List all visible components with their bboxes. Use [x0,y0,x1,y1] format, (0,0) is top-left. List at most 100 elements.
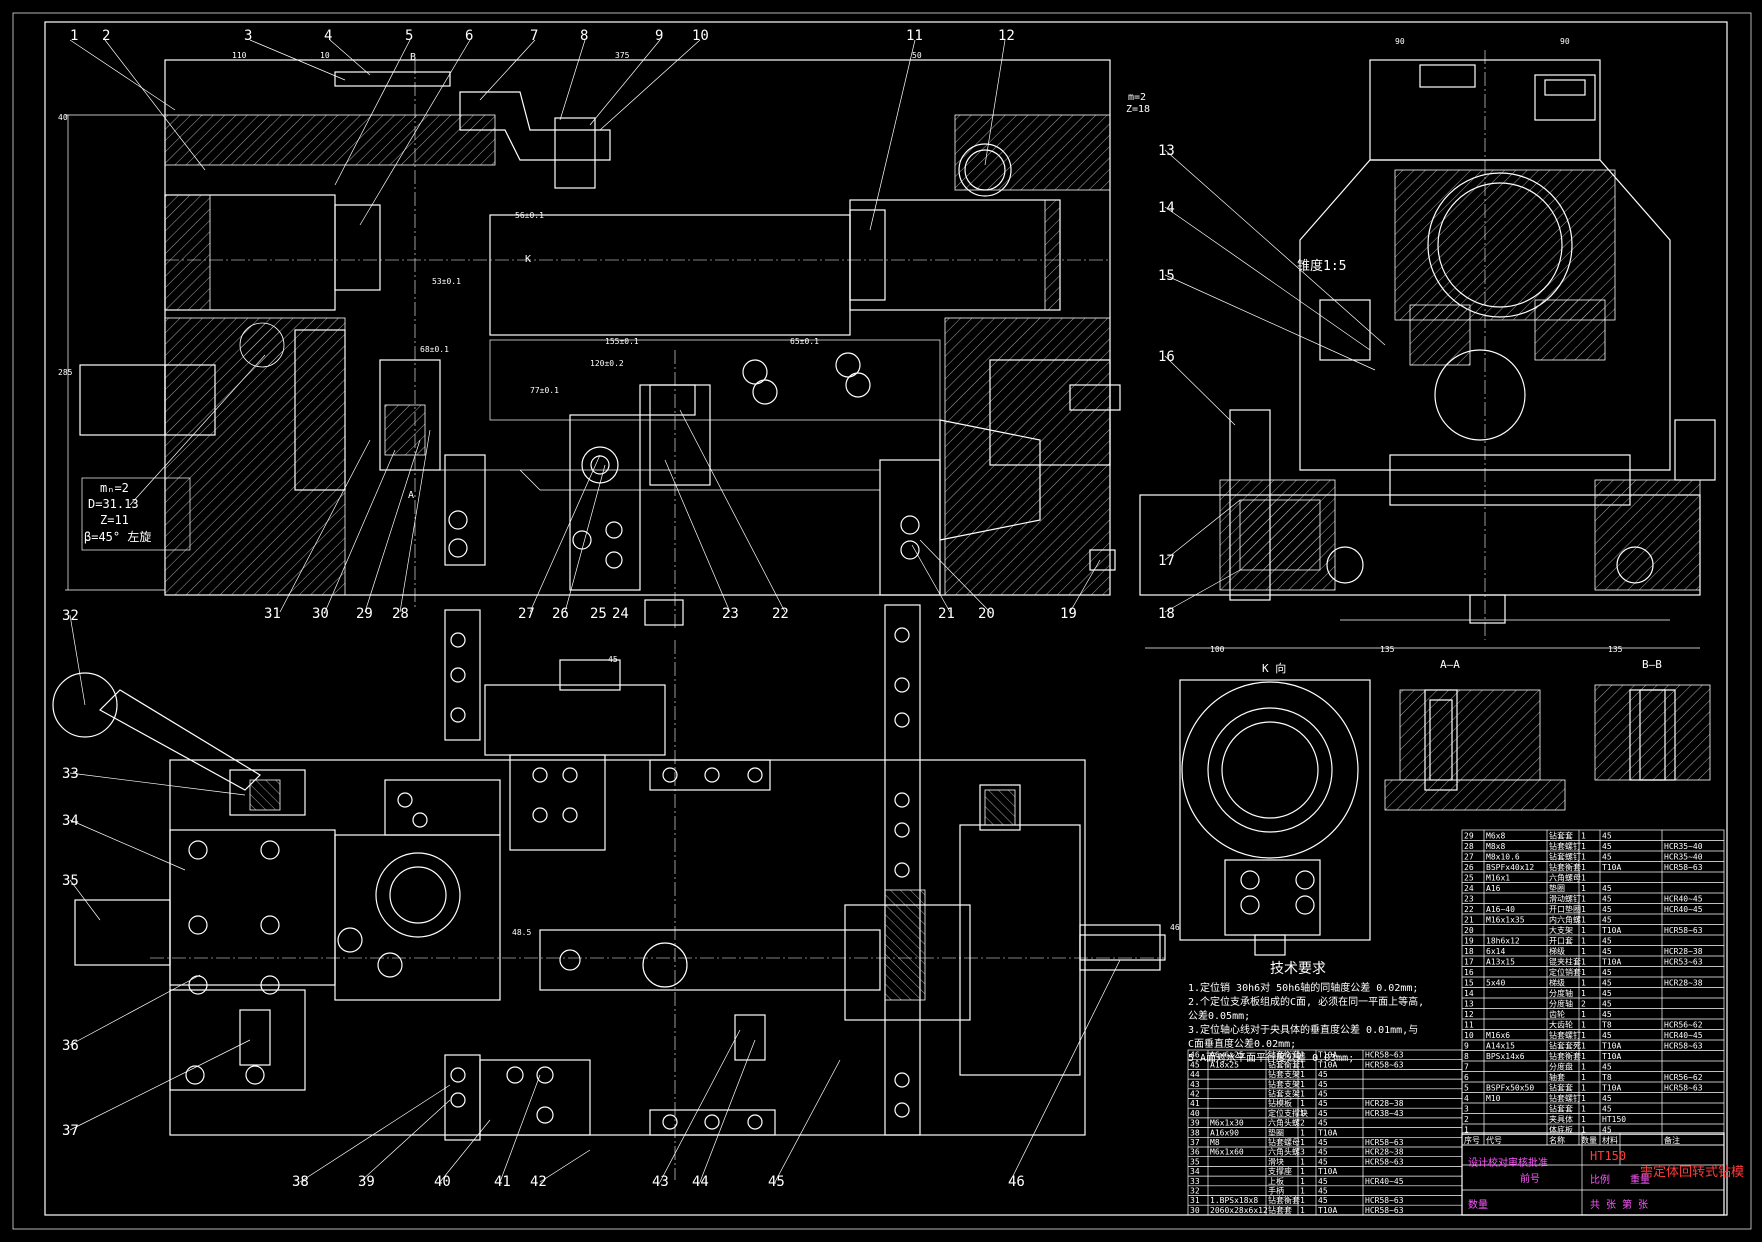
table-cell: A16 [1486,884,1501,893]
table-cell: T10A [1318,1128,1337,1137]
table-cell: 32 [1190,1187,1200,1196]
table-cell: 序号 [1464,1135,1480,1145]
gear-teeth: Z=18 [1126,104,1150,115]
table-cell: 分度盘 [1549,1062,1573,1072]
table-cell: 39 [1190,1119,1200,1128]
table-cell: 1 [1581,853,1586,862]
dimension: 45 [608,655,618,664]
part-number: 20 [978,606,995,622]
table-cell: 1 [1300,1177,1305,1186]
part-number: 13 [1158,143,1175,159]
part-number: 36 [62,1038,79,1054]
part-number: 44 [692,1174,709,1190]
table-cell: M8 [1210,1138,1220,1147]
dimension: 56±0.1 [515,211,544,220]
table-cell: 1 [1581,1042,1586,1051]
table-cell: 1.BPSx18x8 [1210,1196,1258,1205]
table-cell: 29 [1464,832,1474,841]
table-cell: 钻套支架 [1268,1089,1300,1099]
table-cell: 钻模板 [1268,1098,1292,1108]
table-cell: 梯级 [1549,978,1565,988]
part-number: 19 [1060,606,1077,622]
table-cell: BSPFx40x12 [1486,863,1534,872]
gear-module: mₙ=2 [100,481,129,495]
table-cell: A6x6x25 [1210,1051,1244,1060]
table-cell: 6 [1464,1073,1469,1082]
table-cell: 45 [1602,895,1612,904]
b-mark: B [410,52,416,63]
table-cell: 17 [1464,958,1474,967]
dimension: 68±0.1 [420,345,449,354]
tech-line: 2.个定位支承板组成的C面, 必须在同一平面上等高, [1188,995,1424,1008]
table-cell: 1 [1581,1094,1586,1103]
table-cell: HCR40~45 [1365,1177,1404,1186]
table-cell: 44 [1190,1070,1200,1079]
table-cell: 21 [1464,916,1474,925]
part-number: 29 [356,606,373,622]
part-number: 24 [612,606,629,622]
table-cell: 1 [1581,895,1586,904]
table-cell: 钻套套 [1549,831,1573,841]
table-cell: 25 [1464,874,1474,883]
tech-line: 3.定位轴心线对于央具体的垂直度公差 0.01mm,与 [1188,1023,1418,1036]
gear-spec-left: mₙ=2 D=31.13 Z=11 β=45° 左旋 [81,477,191,551]
table-cell: HCR28~38 [1365,1148,1404,1157]
table-cell: M6x1x60 [1210,1148,1244,1157]
table-cell: 1 [1300,1051,1305,1060]
table-cell: 1 [1581,989,1586,998]
part-number: 32 [62,608,79,624]
bb-view-label: B—B [1642,658,1662,671]
table-cell: 1 [1581,1105,1586,1114]
table-cell: T10A [1318,1060,1337,1069]
table-cell: 45 [1318,1148,1328,1157]
table-cell: 45 [1602,842,1612,851]
table-cell: 六角头螺 [1268,1118,1300,1128]
table-cell: A16x90 [1210,1128,1239,1137]
table-cell: 45 [1318,1099,1328,1108]
table-cell: M6x1x30 [1210,1119,1244,1128]
part-number: 2 [102,28,110,44]
table-cell: 18h6x12 [1486,937,1520,946]
table-cell: HCR58~63 [1664,926,1703,935]
gear-helix-angle: β=45° 左旋 [84,529,151,544]
aa-view-label: A—A [1440,658,1460,671]
table-cell: 1 [1581,1073,1586,1082]
part-number: 4 [324,28,332,44]
title-sub-1: 前号 [1520,1172,1540,1185]
part-number: 35 [62,873,79,889]
k-view-label: K 向 [1262,661,1286,675]
table-cell: 大支架 [1549,925,1573,935]
table-cell: 26 [1464,863,1474,872]
table-cell: 齿轮 [1549,1009,1565,1019]
table-cell: 1 [1581,958,1586,967]
table-cell: 钻套衡套 [1549,862,1581,872]
part-number: 31 [264,606,281,622]
technical-requirements: 技术要求 1.定位销 30h6对 50h6轴的同轴度公差 0.02mm; 2.个… [1188,961,1424,1064]
part-number: 43 [652,1174,669,1190]
part-number: 33 [62,766,79,782]
dimension: 40 [58,113,68,122]
part-number: 14 [1158,200,1175,216]
table-cell: 23 [1464,895,1474,904]
table-cell: HCR40~45 [1664,895,1703,904]
table-cell: 1 [1300,1080,1305,1089]
table-cell: 45 [1602,947,1612,956]
table-cell: 钻套支架 [1268,1069,1300,1079]
table-cell: 45 [1602,979,1612,988]
title-material: HT150 [1590,1149,1626,1163]
section-aa [1384,689,1566,811]
part-number: 21 [938,606,955,622]
section-bb [1594,684,1711,781]
table-cell: 开口垫圈 [1549,904,1581,914]
table-cell: 钻套套 [1549,1104,1573,1114]
table-cell: 27 [1464,853,1474,862]
table-cell: T8 [1602,1021,1612,1030]
table-cell: 1 [1581,905,1586,914]
tech-line: 1.定位销 30h6对 50h6轴的同轴度公差 0.02mm; [1188,981,1418,994]
dimension: 77±0.1 [530,386,559,395]
table-cell: 10 [1464,1031,1474,1040]
table-cell: HCR58~63 [1365,1157,1404,1166]
table-cell: 45 [1318,1157,1328,1166]
tech-line: C面垂直度公差0.02mm; [1188,1037,1296,1050]
table-cell: 40 [1190,1109,1200,1118]
